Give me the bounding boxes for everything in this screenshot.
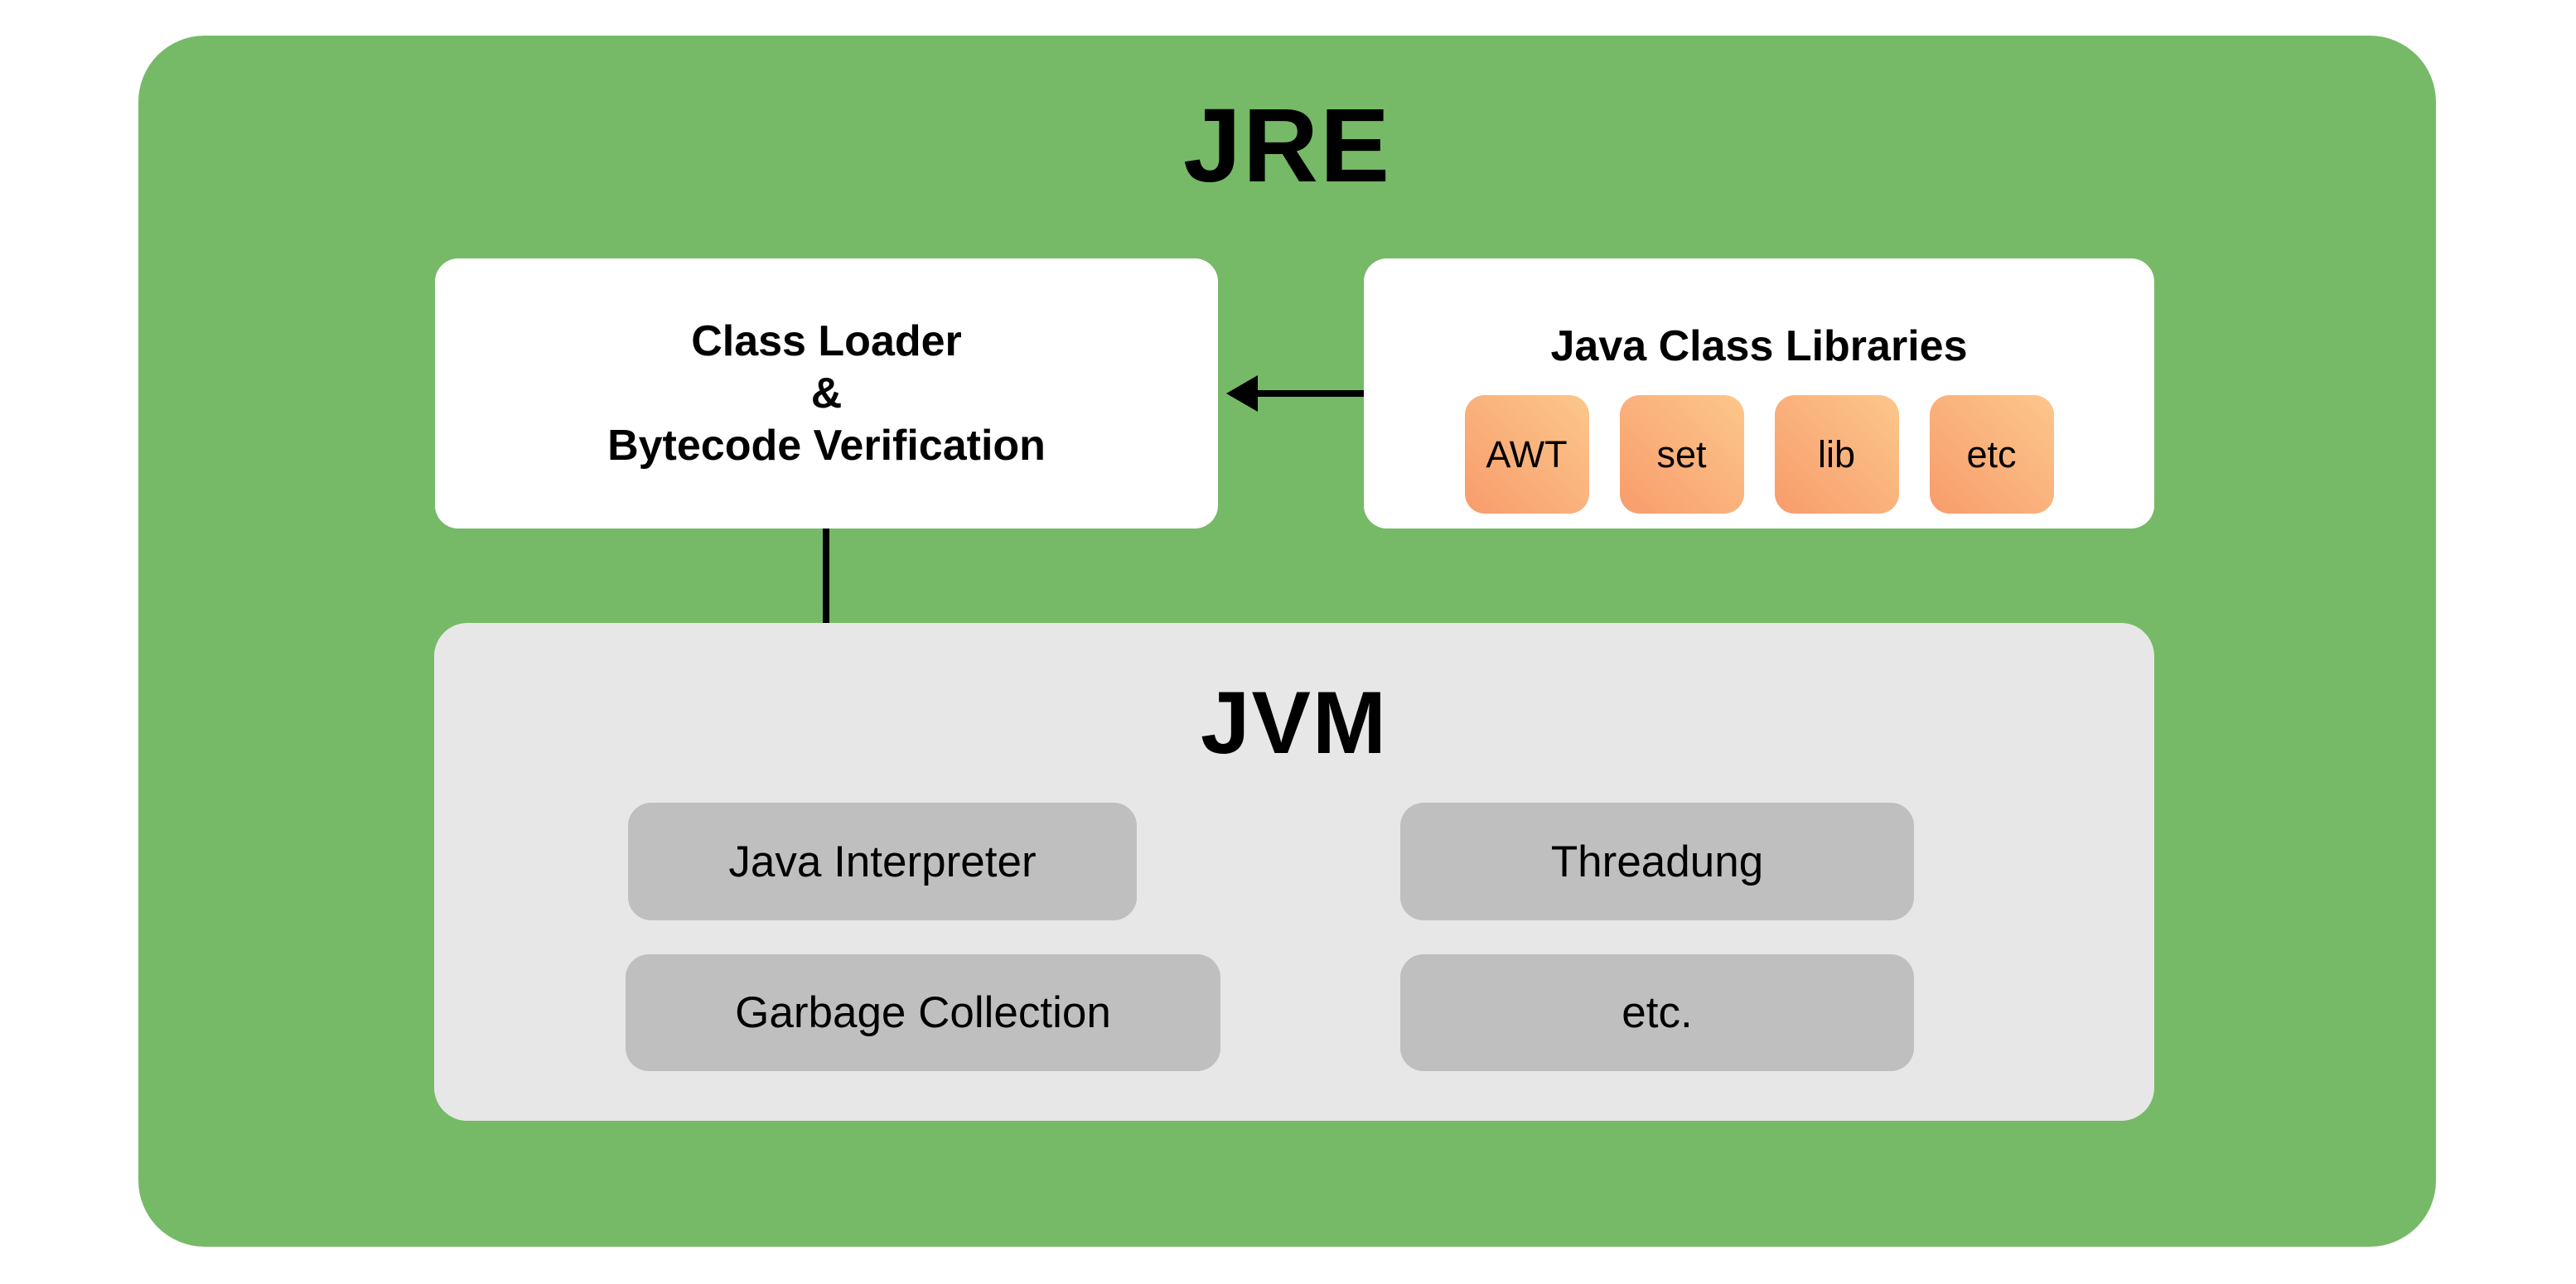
library-chip-lib: lib (1774, 395, 1899, 514)
jre-title: JRE (1182, 87, 1392, 204)
jvm-title: JVM (1200, 673, 1388, 772)
library-chip-set: set (1619, 395, 1744, 514)
library-chip-etc: etc (1929, 395, 2054, 514)
library-chips-row: AWT set lib etc (1364, 395, 2154, 514)
jvm-module-java-interpreter: Java Interpreter (628, 803, 1137, 920)
arrow-libraries-to-classloader-line (1256, 390, 1364, 397)
arrow-libraries-to-classloader-head-left-icon (1226, 375, 1258, 412)
java-class-libraries-box: Java Class Libraries AWT set lib etc (1364, 258, 2154, 529)
jvm-module-threading: Threadung (1400, 803, 1914, 920)
jvm-module-garbage-collection: Garbage Collection (626, 954, 1220, 1071)
class-loader-label-line3: Bytecode Verification (607, 421, 1046, 470)
class-loader-label-line2: & (810, 369, 843, 418)
jre-container: JRE Class Loader & Bytecode Verification… (138, 36, 2436, 1247)
class-loader-box: Class Loader & Bytecode Verification (435, 258, 1218, 529)
class-loader-label-line1: Class Loader (691, 316, 962, 365)
library-chip-awt: AWT (1464, 395, 1589, 514)
java-class-libraries-title: Java Class Libraries (1550, 322, 1968, 370)
jvm-container: JVM Java Interpreter Threadung Garbage C… (434, 623, 2154, 1121)
jvm-module-etc: etc. (1400, 954, 1914, 1071)
